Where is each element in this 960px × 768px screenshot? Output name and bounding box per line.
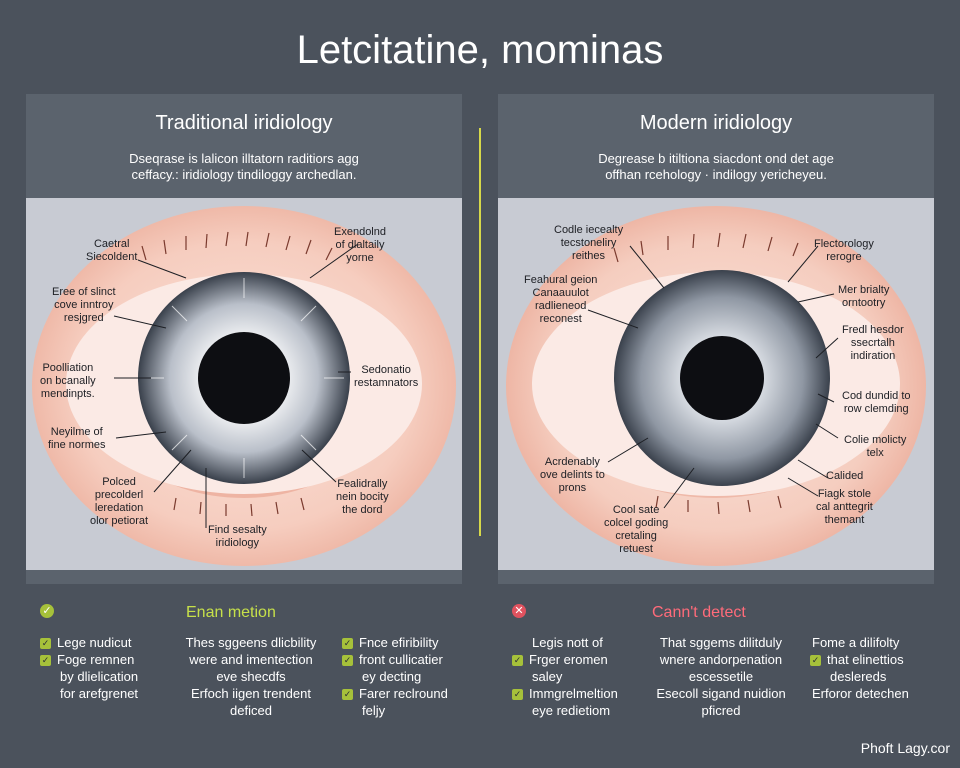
page-title: Letcitatine, mominas [296, 28, 664, 72]
panel-description-line: Dseqrase is lalicon illtatorn raditiors … [129, 151, 359, 166]
panel-heading-modern: Modern iridiology [639, 112, 793, 134]
list-item: ✓that elinettios [810, 652, 904, 667]
list-item: ey decting [362, 669, 422, 684]
positive-heading: Enan metion [186, 604, 276, 621]
list-item: ✓Foge remnen [40, 652, 135, 667]
list-item: saley [532, 669, 563, 684]
list-item: Esecoll sigand nuidion [656, 686, 786, 701]
list-item: wnere andorpenation [659, 652, 783, 667]
check-icon: ✓ [342, 638, 353, 650]
negative-column-3: Fome a dilifolty ✓that elinettios desler… [810, 634, 909, 702]
list-item: by dlielication [60, 669, 139, 684]
positive-column-1: ✓Lege nudicut ✓Foge remnen by dlielicati… [40, 634, 138, 702]
list-item: pficred [701, 703, 741, 718]
list-item: escessetile [688, 669, 754, 684]
list-item: for arefgrenet [60, 686, 139, 701]
positive-column-3: ✓Fnce efiribility ✓front cullicatier ey … [342, 634, 448, 719]
panel-description-line: Degrease b itiltiona siacdont ond det ag… [598, 151, 834, 166]
check-icon: ✓ [40, 655, 51, 667]
positive-column-2: Thes sggeens dlicbility were and imentec… [180, 634, 322, 719]
list-item: eve shecdfs [216, 669, 286, 684]
list-item: ✓Fnce efiribility [342, 635, 439, 650]
list-item: ✓Lege nudicut [40, 635, 132, 650]
footer-credit: Phoft Lagy.cor [860, 740, 950, 756]
check-icon: ✓ [512, 655, 523, 667]
check-icon: ✓ [810, 655, 821, 667]
list-item: feljy [362, 703, 386, 718]
check-icon: ✓ [342, 689, 353, 701]
list-item: eye redietiom [532, 703, 611, 718]
list-item: Erforor detechen [812, 686, 909, 701]
eye-icon [506, 206, 926, 566]
list-item: Fome a dilifolty [812, 635, 900, 650]
list-item: ✓Immgrelmeltion [512, 686, 618, 701]
panel-description-line: offhan rcehology · indilogy yericheyeu. [605, 167, 827, 182]
panel-heading-traditional: Traditional iridiology [155, 112, 333, 134]
list-item: Thes sggeens dlicbility [185, 635, 317, 650]
panel-description-line: ceffacy.: iridiology tindiloggy archedla… [131, 167, 357, 182]
list-item: Legis nott of [532, 635, 603, 650]
list-item: deslereds [830, 669, 887, 684]
negative-heading: Cann't detect [652, 604, 746, 621]
list-item: ✓Frger eromen [512, 652, 608, 667]
list-item: ✓Farer reclround [342, 686, 448, 701]
annotation-label: Calided [826, 470, 864, 482]
center-divider [479, 128, 481, 536]
negative-column-2: That sggems dilitduly wnere andorpenatio… [648, 634, 794, 719]
x-circle-icon: ✕ [512, 604, 526, 618]
check-circle-icon: ✓ [40, 604, 54, 618]
list-item: Erfoch iigen trendent [191, 686, 311, 701]
list-item: That sggems dilitduly [659, 635, 783, 650]
check-icon: ✓ [40, 638, 51, 650]
list-item: deficed [230, 703, 272, 718]
list-item: were and imentection [189, 652, 313, 667]
check-icon: ✓ [342, 655, 353, 667]
negative-column-1: Legis nott of ✓Frger eromen saley ✓Immgr… [512, 634, 618, 719]
eye-icon [32, 206, 456, 566]
check-icon: ✓ [512, 689, 523, 701]
list-item: ✓front cullicatier [342, 652, 443, 667]
